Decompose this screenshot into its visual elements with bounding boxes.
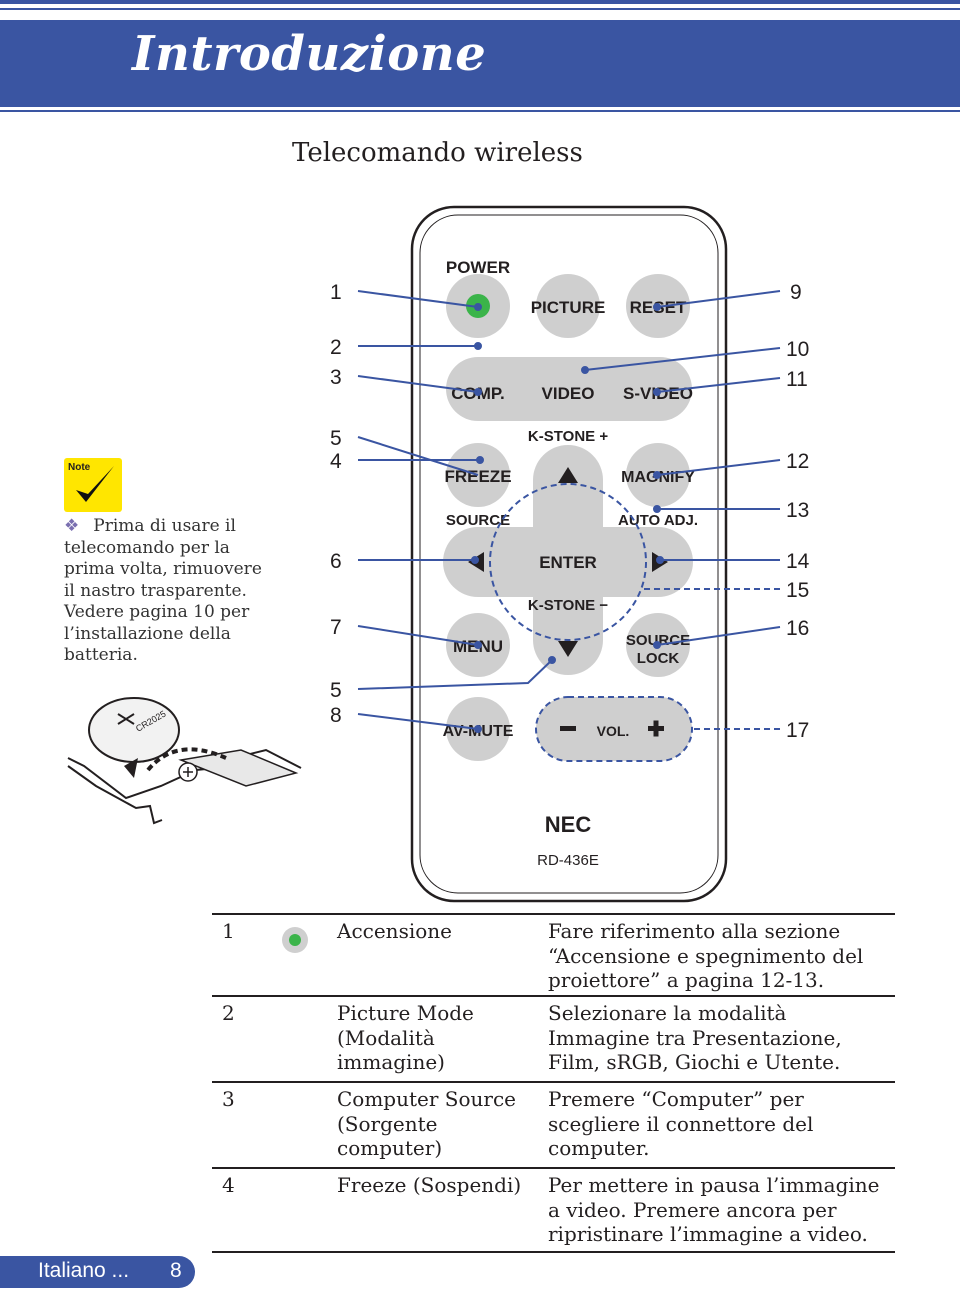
callout-number: 6 xyxy=(330,550,342,573)
row-description: Per mettere in pausa l’immagine a video.… xyxy=(548,1173,880,1246)
diamond-bullet-icon: ❖ xyxy=(64,516,80,536)
volume-minus-icon[interactable] xyxy=(560,726,576,731)
page-title: Introduzione xyxy=(132,26,487,82)
callout-number: 2 xyxy=(330,336,342,359)
row-number: 1 xyxy=(222,919,235,943)
page-number: 8 xyxy=(170,1259,182,1282)
header-stripe-thin xyxy=(0,8,960,10)
power-icon xyxy=(282,927,308,953)
svg-text:SOURCE: SOURCE xyxy=(626,632,690,649)
row-name: Freeze (Sospendi) xyxy=(337,1173,522,1197)
row-name: Accensione xyxy=(337,919,452,943)
volume-rocker[interactable] xyxy=(536,697,692,761)
footer-badge xyxy=(0,1256,195,1288)
callout-number: 12 xyxy=(786,450,810,473)
note-body: Prima di usare il telecomando per la pri… xyxy=(64,516,262,665)
picture-button[interactable] xyxy=(536,274,600,338)
row-description: Fare riferimento alla sezione “Accension… xyxy=(548,919,864,992)
svg-text:FREEZE: FREEZE xyxy=(444,467,511,486)
svg-text:AUTO ADJ.: AUTO ADJ. xyxy=(618,512,698,529)
power-label: POWER xyxy=(446,258,510,277)
model-label: RD-436E xyxy=(537,852,599,869)
battery-illustration: CR2025 xyxy=(67,697,302,825)
callout-number: 11 xyxy=(786,368,808,391)
header-band xyxy=(0,20,960,107)
arrow-up-icon[interactable] xyxy=(558,467,578,483)
callout-number: 7 xyxy=(330,616,342,639)
note-text: ❖Prima di usare il telecomando per la pr… xyxy=(64,516,264,667)
header-underline xyxy=(0,110,960,112)
row-name: Picture Mode (Modalità immagine) xyxy=(337,1001,474,1074)
callout-lines xyxy=(357,290,781,733)
arrow-down-icon[interactable] xyxy=(558,641,578,657)
video-button[interactable]: VIDEO xyxy=(542,384,595,403)
callout-number: 4 xyxy=(330,450,342,473)
footer-language: Italiano ... xyxy=(38,1259,130,1282)
callout-number: 3 xyxy=(330,366,342,389)
note-badge: Note xyxy=(64,458,122,512)
source-select-bar[interactable] xyxy=(446,357,692,421)
svg-text:K-STONE −: K-STONE − xyxy=(528,597,608,614)
header-stripe xyxy=(0,0,960,4)
svg-text:K-STONE +: K-STONE + xyxy=(528,428,608,445)
callout-number: 5 xyxy=(330,679,342,702)
row-number: 2 xyxy=(222,1001,235,1025)
callout-number: 9 xyxy=(790,281,802,304)
callout-number: 16 xyxy=(786,617,810,640)
section-title: Telecomando wireless xyxy=(292,138,583,168)
callout-number: 17 xyxy=(786,719,810,742)
callout-number: 15 xyxy=(786,579,810,602)
table-row: 4 Freeze (Sospendi) Per mettere in pausa… xyxy=(212,1167,895,1253)
table-row: 1 Accensione Fare riferimento alla sezio… xyxy=(212,913,895,995)
row-description: Premere “Computer” per scegliere il conn… xyxy=(548,1087,814,1160)
svg-text:LOCK: LOCK xyxy=(637,650,680,667)
callout-number: 8 xyxy=(330,704,342,727)
nec-logo: NEC xyxy=(545,812,592,837)
note-label: Note xyxy=(68,462,91,473)
callout-number: 10 xyxy=(786,338,810,361)
row-number: 4 xyxy=(222,1173,235,1197)
table-row: 3 Computer Source (Sorgente computer) Pr… xyxy=(212,1081,895,1167)
svg-text:VOL.: VOL. xyxy=(597,723,630,739)
row-number: 3 xyxy=(222,1087,235,1111)
enter-button[interactable]: ENTER xyxy=(539,553,597,572)
remote-control: POWER PICTURE RESET COMP. VIDEO S-VIDEO … xyxy=(410,205,728,903)
button-description-table: 1 Accensione Fare riferimento alla sezio… xyxy=(212,913,895,1253)
svg-text:PICTURE: PICTURE xyxy=(531,298,606,317)
table-row: 2 Picture Mode (Modalità immagine) Selez… xyxy=(212,995,895,1081)
callout-number: 5 xyxy=(330,427,342,450)
callout-number: 13 xyxy=(786,499,810,522)
callout-number: 1 xyxy=(330,281,342,304)
svg-text:SOURCE: SOURCE xyxy=(446,512,510,529)
row-description: Selezionare la modalità Immagine tra Pre… xyxy=(548,1001,842,1074)
row-name: Computer Source (Sorgente computer) xyxy=(337,1087,517,1160)
callout-number: 14 xyxy=(786,550,810,573)
